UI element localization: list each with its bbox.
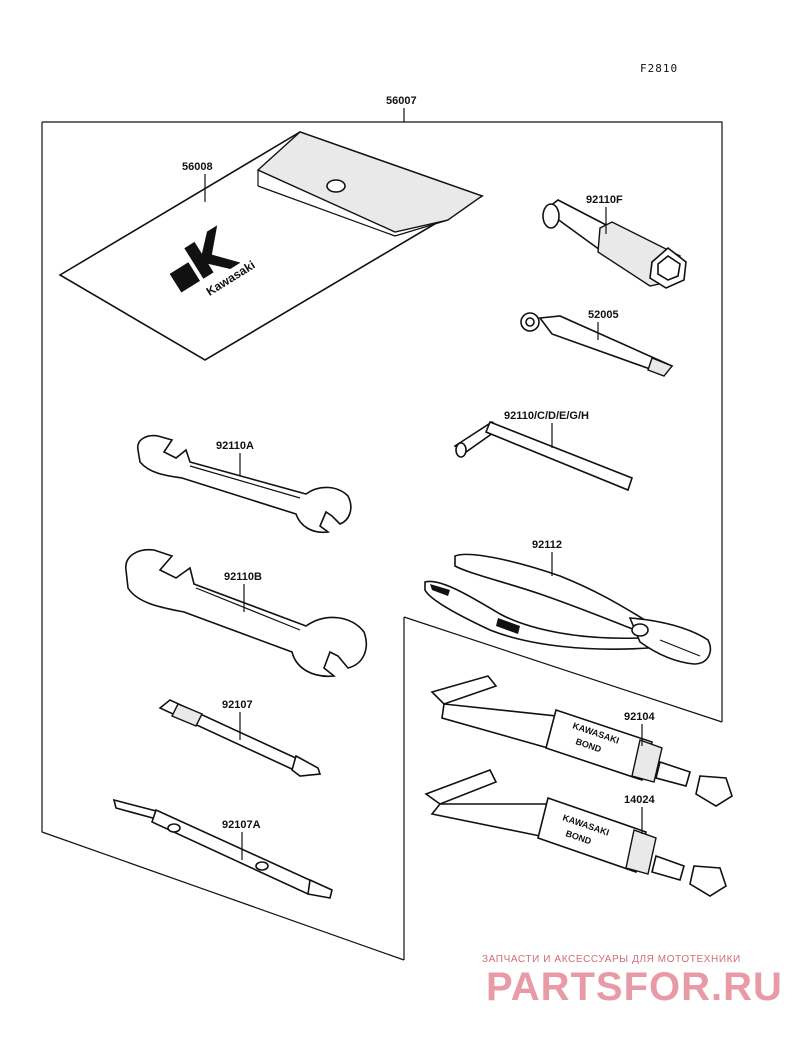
part-label-screwdriver: 92107 (222, 699, 253, 711)
tool-case: Kawasaki (58, 131, 484, 361)
bond-tube-1: KAWASAKI BOND (430, 675, 733, 807)
figure-code: F2810 (640, 62, 678, 75)
part-label-hex-wrench: 92110/C/D/E/G/H (504, 410, 589, 422)
part-label-wrench-a: 92110A (216, 440, 254, 452)
screwdriver-a (112, 798, 333, 899)
open-wrench-b (125, 548, 368, 677)
open-wrench-a (136, 434, 352, 534)
part-label-bond-1: 92104 (624, 711, 655, 723)
part-label-plug-wrench: 92110F (586, 194, 623, 206)
part-label-screwdriver-a: 92107A (222, 819, 261, 831)
snap-button (326, 179, 346, 193)
kit-outline (41, 108, 723, 961)
part-label-case: 56008 (182, 161, 213, 173)
screwdriver (158, 699, 322, 777)
part-label-bond-2: 14024 (624, 794, 655, 806)
part-label-kit: 56007 (386, 95, 417, 107)
bond-tube-2: KAWASAKI BOND (424, 768, 727, 897)
part-label-handle: 52005 (588, 309, 619, 321)
pliers (424, 553, 712, 665)
hex-wrench (453, 420, 633, 492)
handle-bar (520, 312, 674, 377)
watermark-brand: PARTSFOR.RU (486, 965, 783, 1009)
watermark-tagline: ЗАПЧАСТИ И АКСЕССУАРЫ ДЛЯ МОТОТЕХНИКИ (482, 954, 741, 965)
part-label-wrench-b: 92110B (224, 571, 262, 583)
plug-wrench (542, 199, 687, 289)
part-label-pliers: 92112 (532, 539, 562, 551)
